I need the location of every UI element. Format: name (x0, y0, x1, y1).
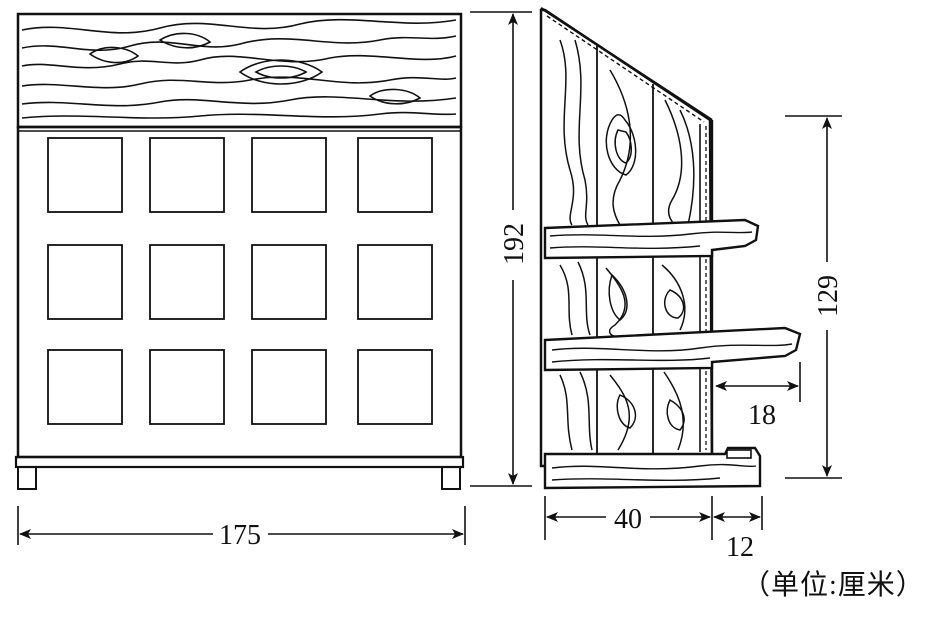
panel (149, 349, 225, 425)
right-leg (441, 466, 461, 490)
height-dimension (470, 11, 532, 487)
front-view (14, 12, 465, 490)
inner-height-label: 129 (813, 275, 844, 317)
lip-depth-label: 12 (726, 532, 754, 563)
panel (357, 137, 433, 213)
panel (357, 349, 433, 425)
panel (251, 244, 327, 320)
unit-note: （单位:厘米） (742, 570, 925, 601)
base-depth-label: 40 (614, 504, 642, 535)
shelf-overhang-label: 18 (748, 400, 776, 431)
panel (251, 137, 327, 213)
left-leg (17, 466, 37, 490)
top-wood-board (16, 12, 463, 129)
width-dimension (17, 506, 466, 545)
shelf-overhang-dimension (715, 362, 801, 402)
height-label: 192 (499, 223, 530, 265)
panel-grid (47, 137, 433, 425)
front-body (16, 125, 463, 459)
panel (47, 244, 123, 320)
panel (47, 137, 123, 213)
panel (149, 137, 225, 213)
lower-shelf (543, 326, 802, 372)
width-label: 175 (219, 520, 261, 551)
panel (251, 349, 327, 425)
side-wood-grain (559, 39, 695, 451)
panel (149, 244, 225, 320)
base-board (543, 446, 762, 490)
upper-shelf (543, 218, 760, 260)
panel (47, 349, 123, 425)
inner-height-dimension (785, 115, 842, 479)
base-depth-dimension (544, 496, 763, 540)
side-view (539, 6, 802, 490)
panel (357, 244, 433, 320)
bottom-rail (14, 455, 465, 469)
